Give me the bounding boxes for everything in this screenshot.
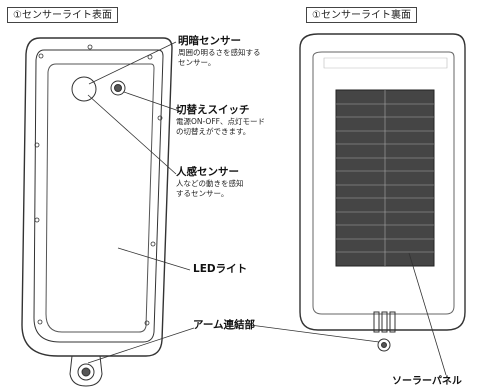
solar-panel-label: ソーラーパネル xyxy=(392,375,462,388)
switch-desc: 電源ON-OFF、点灯モード の切替えができます。 xyxy=(176,117,265,136)
solar-panel xyxy=(335,89,435,267)
brightness-sensor-icon xyxy=(71,76,97,102)
leader-lines xyxy=(87,41,447,376)
solar-panel-title: ソーラーパネル xyxy=(392,376,462,387)
back-view-title: ①センサーライト裏面 xyxy=(306,7,417,23)
back-device-body xyxy=(299,33,466,331)
led-light-label: LEDライト xyxy=(193,263,247,276)
brightness-sensor-label: 明暗センサー 周囲の明るさを感知する センサー。 xyxy=(178,35,261,68)
switch-title: 切替えスイッチ xyxy=(176,104,250,116)
led-light-title: LEDライト xyxy=(193,263,248,275)
back-arm-joint-icon xyxy=(373,311,396,352)
brightness-sensor-desc: 周囲の明るさを感知する センサー。 xyxy=(178,48,261,67)
switch-icon xyxy=(110,80,126,96)
motion-sensor-desc: 人などの動きを感知 するセンサー。 xyxy=(176,179,244,198)
front-arm-joint-icon xyxy=(69,355,103,387)
switch-label: 切替えスイッチ 電源ON-OFF、点灯モード の切替えができます。 xyxy=(176,104,265,137)
front-device-body xyxy=(21,37,173,357)
front-screws xyxy=(34,44,163,326)
front-view-title: ①センサーライト表面 xyxy=(7,7,118,23)
motion-sensor-title: 人感センサー xyxy=(176,166,239,178)
arm-joint-label: アーム連結部 xyxy=(193,319,255,332)
motion-sensor-label: 人感センサー 人などの動きを感知 するセンサー。 xyxy=(176,166,244,199)
arm-joint-title: アーム連結部 xyxy=(193,319,256,331)
brightness-sensor-title: 明暗センサー xyxy=(178,35,241,47)
